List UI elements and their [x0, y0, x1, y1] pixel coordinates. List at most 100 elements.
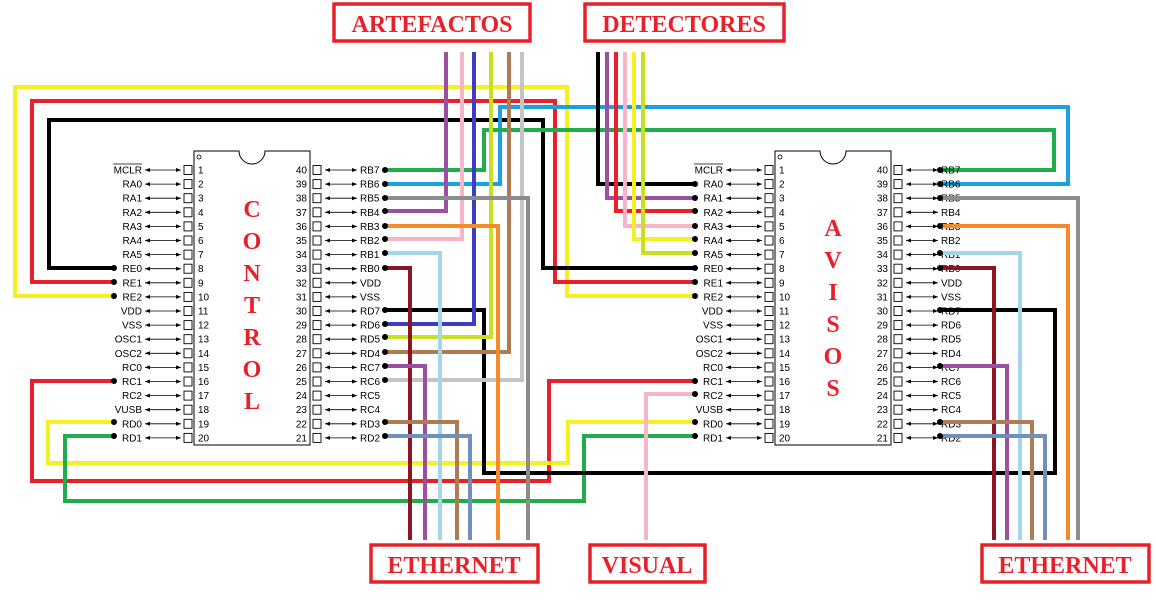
pin-box [893, 249, 903, 260]
arrow-head [352, 210, 357, 215]
arrow-head [352, 182, 357, 187]
arrow-head [176, 351, 181, 356]
pin-label: RB7 [941, 166, 961, 177]
pin-dot [111, 378, 117, 384]
pin-label: VUSB [115, 405, 143, 416]
pin-label: RA2 [123, 208, 143, 219]
pin-box [893, 432, 903, 443]
chip-name-letter: A [824, 216, 842, 242]
wire-slate-rd2-avisos [940, 434, 1047, 540]
pin-box [183, 263, 193, 274]
pin-box [764, 235, 774, 246]
pin-box [312, 291, 322, 302]
chip-name-letter: L [244, 389, 260, 415]
arrow-head [906, 182, 911, 187]
pin-number: 30 [296, 307, 308, 318]
pin-box [183, 418, 193, 429]
arrow-head [757, 266, 762, 271]
pin-box [312, 376, 322, 387]
pin-number: 1 [198, 166, 204, 177]
arrow-head [352, 294, 357, 299]
wire-darkred-rb0-avisos [940, 266, 996, 540]
pin-label: RD7 [360, 307, 380, 318]
pin-dot [111, 419, 117, 425]
pin-box [183, 165, 193, 175]
arrow-head [933, 224, 938, 229]
arrow-head [176, 238, 181, 243]
pin-box [312, 320, 322, 331]
wire-layer-back [13, 85, 1070, 503]
pin-number: 27 [877, 349, 889, 360]
arrow-head [325, 323, 330, 328]
pin-box [312, 306, 322, 316]
arrow-head [757, 210, 762, 215]
pin-number: 37 [296, 208, 308, 219]
arrow-head [757, 435, 762, 440]
pin-label: RD5 [941, 335, 961, 346]
wire-purple-rc7 [385, 364, 427, 540]
arrow-head [176, 421, 181, 426]
pin-label: RA0 [704, 180, 724, 191]
pin-dot [692, 419, 698, 425]
pin-box [893, 376, 903, 387]
arrow-head [176, 393, 181, 398]
pin-label: RC0 [122, 363, 142, 374]
pin-dot [111, 279, 117, 285]
pin-number: 20 [779, 433, 791, 444]
pin-label: RC2 [703, 391, 723, 402]
arrow-head [325, 421, 330, 426]
arrow-head [145, 393, 150, 398]
pin-box [764, 348, 774, 359]
wire-darkred-rb0 [385, 266, 412, 540]
pin-box [183, 348, 193, 359]
pin-box [183, 207, 193, 218]
wire-red-rc1 [30, 379, 695, 483]
arrow-head [906, 266, 911, 271]
pin-number: 19 [198, 419, 210, 430]
arrow-head [757, 294, 762, 299]
pin-number: 7 [198, 250, 204, 261]
arrow-head [933, 266, 938, 271]
pin-box [893, 306, 903, 316]
arrow-head [906, 351, 911, 356]
arrow-head [906, 407, 911, 412]
pin-label: RC2 [122, 391, 142, 402]
arrow-head [933, 407, 938, 412]
pin-dot [382, 167, 388, 173]
pin-dot [111, 433, 117, 439]
pin-number: 2 [198, 180, 204, 191]
pin-box [764, 263, 774, 274]
pin-dot [692, 293, 698, 299]
pin-number: 22 [296, 419, 308, 430]
arrow-head [325, 393, 330, 398]
pin-box [183, 432, 193, 443]
pin-label: RA5 [123, 250, 143, 261]
wire-blue-rb6 [385, 105, 1070, 186]
arrow-head [145, 351, 150, 356]
pin-label: RE0 [704, 264, 724, 275]
pin-label: VDD [941, 278, 962, 289]
tag-artefactos: ARTEFACTOS [332, 2, 532, 43]
pin-dot [937, 167, 943, 173]
pin-label: VSS [941, 292, 961, 303]
arrow-head [757, 393, 762, 398]
pin-dot [382, 208, 388, 214]
arrow-head [176, 337, 181, 342]
pin-number: 37 [877, 208, 889, 219]
arrow-head [352, 323, 357, 328]
arrow-head [933, 309, 938, 313]
wire-navy-rd6 [385, 52, 476, 326]
pin-box [183, 179, 193, 190]
pin-number: 25 [877, 377, 889, 388]
pin-label: RD2 [360, 433, 380, 444]
wire-green-rd1 [63, 434, 695, 503]
pin-number: 6 [198, 236, 204, 247]
pin-label: VDD [360, 278, 381, 289]
pin-label: VDD [121, 307, 142, 318]
pin-box [764, 306, 774, 316]
pin-box [312, 249, 322, 260]
arrow-head [325, 337, 330, 342]
pin-box [764, 390, 774, 401]
